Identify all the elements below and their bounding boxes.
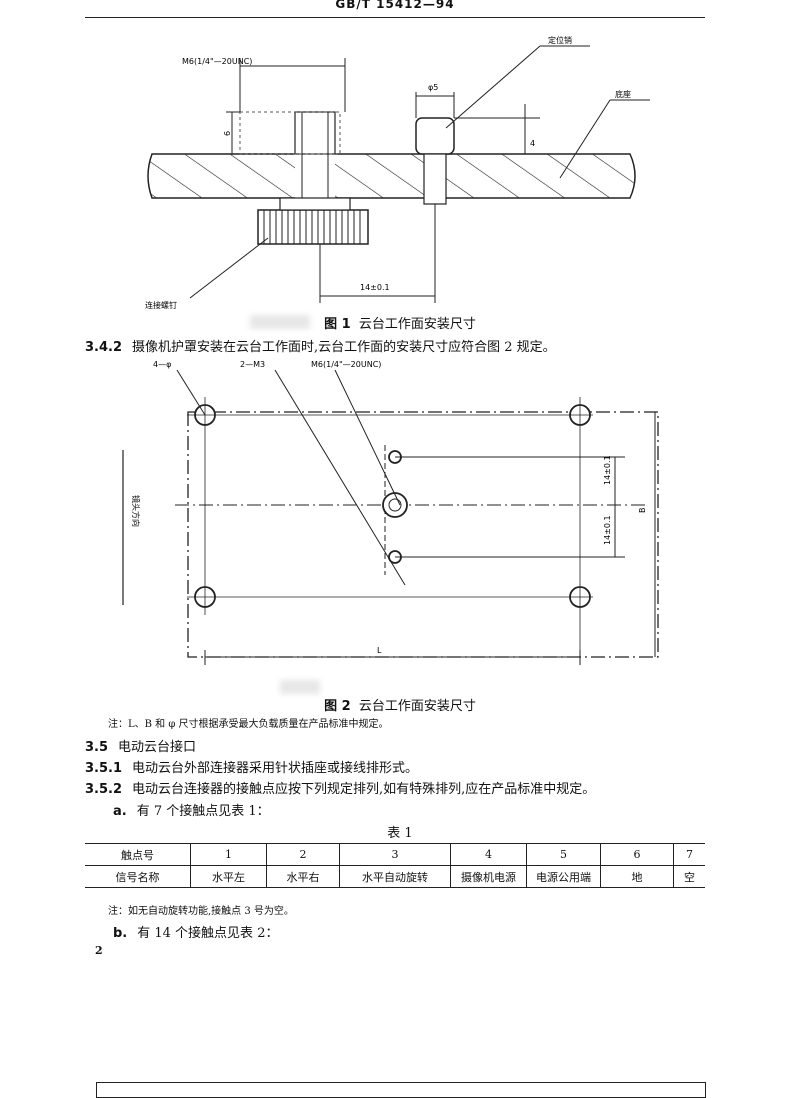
table-row: 信号名称 水平左 水平右 水平自动旋转 摄像机电源 电源公用端 地 空 [85, 865, 705, 888]
page-header: GB/T 15412—94 [85, 0, 705, 18]
table-cell: 水平左 [190, 865, 267, 888]
table-cell: 7 [673, 843, 705, 866]
fig1-screw-label: 连接螺钉 [145, 300, 177, 310]
standard-number: GB/T 15412—94 [335, 0, 455, 11]
table-cell: 5 [526, 843, 601, 866]
next-page-edge [96, 1082, 706, 1098]
table-cell: 3 [339, 843, 451, 866]
fig2-lens-direction: 镜头方向 [131, 495, 141, 527]
fig1-pin-label: 定位销 [548, 35, 572, 45]
figure-1-caption: 图 1 云台工作面安装尺寸 [324, 317, 476, 332]
figure-2-caption: 图 2 云台工作面安装尺寸 [324, 699, 476, 714]
item-b: b.有 14 个接触点见表 2： [113, 926, 279, 941]
table-cell: 地 [600, 865, 674, 888]
fig1-spacing-label: 14±0.1 [360, 283, 390, 292]
fig2-dim-b: B [638, 508, 647, 514]
table-cell: 1 [190, 843, 267, 866]
fig1-thread-label: M6(1/4"—20UNC) [182, 57, 252, 66]
watermark-smudge [250, 315, 310, 329]
table-1-note: 注：如无自动旋转功能,接触点 3 号为空。 [108, 906, 294, 917]
table-cell: 水平自动旋转 [339, 865, 451, 888]
table-cell: 电源公用端 [526, 865, 601, 888]
fig2-dim-upper: 14±0.1 [603, 455, 612, 485]
table-1-title: 表 1 [387, 826, 413, 841]
knurled-knob [257, 209, 369, 245]
table-cell: 4 [450, 843, 527, 866]
table-cell: 2 [266, 843, 340, 866]
table-cell: 触点号 [85, 843, 191, 866]
fig1-height-label: 6 [223, 131, 232, 136]
table-cell: 摄像机电源 [450, 865, 527, 888]
figure-2-note: 注：L、B 和 φ 尺寸根据承受最大负载质量在产品标准中规定。 [108, 719, 389, 730]
fig1-dia-label: φ5 [428, 83, 438, 92]
base-plate [147, 153, 636, 199]
table-cell: 水平右 [266, 865, 340, 888]
locating-pin [415, 117, 455, 155]
fig1-depth-label: 4 [530, 139, 535, 148]
item-a: a.有 7 个接触点见表 1： [113, 804, 270, 819]
table-cell: 空 [673, 865, 705, 888]
plate-outline [187, 411, 659, 658]
screw-stud [294, 111, 336, 155]
table-header-row: 触点号 1 2 3 4 5 6 7 [85, 843, 705, 866]
page-number: 2 [95, 944, 103, 957]
figure-1-drawing: M6(1/4"—20UNC) 6 φ5 4 定位销 底座 14±0.1 连接螺钉 [145, 35, 650, 310]
fig2-dim-lower: 14±0.1 [603, 515, 612, 545]
fig2-hole4-label: 4—φ [153, 360, 171, 369]
fig1-base-label: 底座 [615, 89, 631, 99]
table-1: 触点号 1 2 3 4 5 6 7 信号名称 水平左 水平右 水平自动旋转 摄像… [85, 843, 705, 888]
center-m6-hole [382, 492, 408, 518]
fig2-dim-l: L [377, 646, 382, 655]
watermark-smudge-2 [280, 680, 320, 694]
figure-2-drawing: 14±0.1 14±0.1 B L 镜头方向 4—φ 2—M3 M6(1/4"—… [122, 360, 659, 665]
fig2-thread-label: M6(1/4"—20UNC) [311, 360, 381, 369]
fig2-m3-label: 2—M3 [240, 360, 265, 369]
table-cell: 6 [600, 843, 674, 866]
table-cell: 信号名称 [85, 865, 191, 888]
